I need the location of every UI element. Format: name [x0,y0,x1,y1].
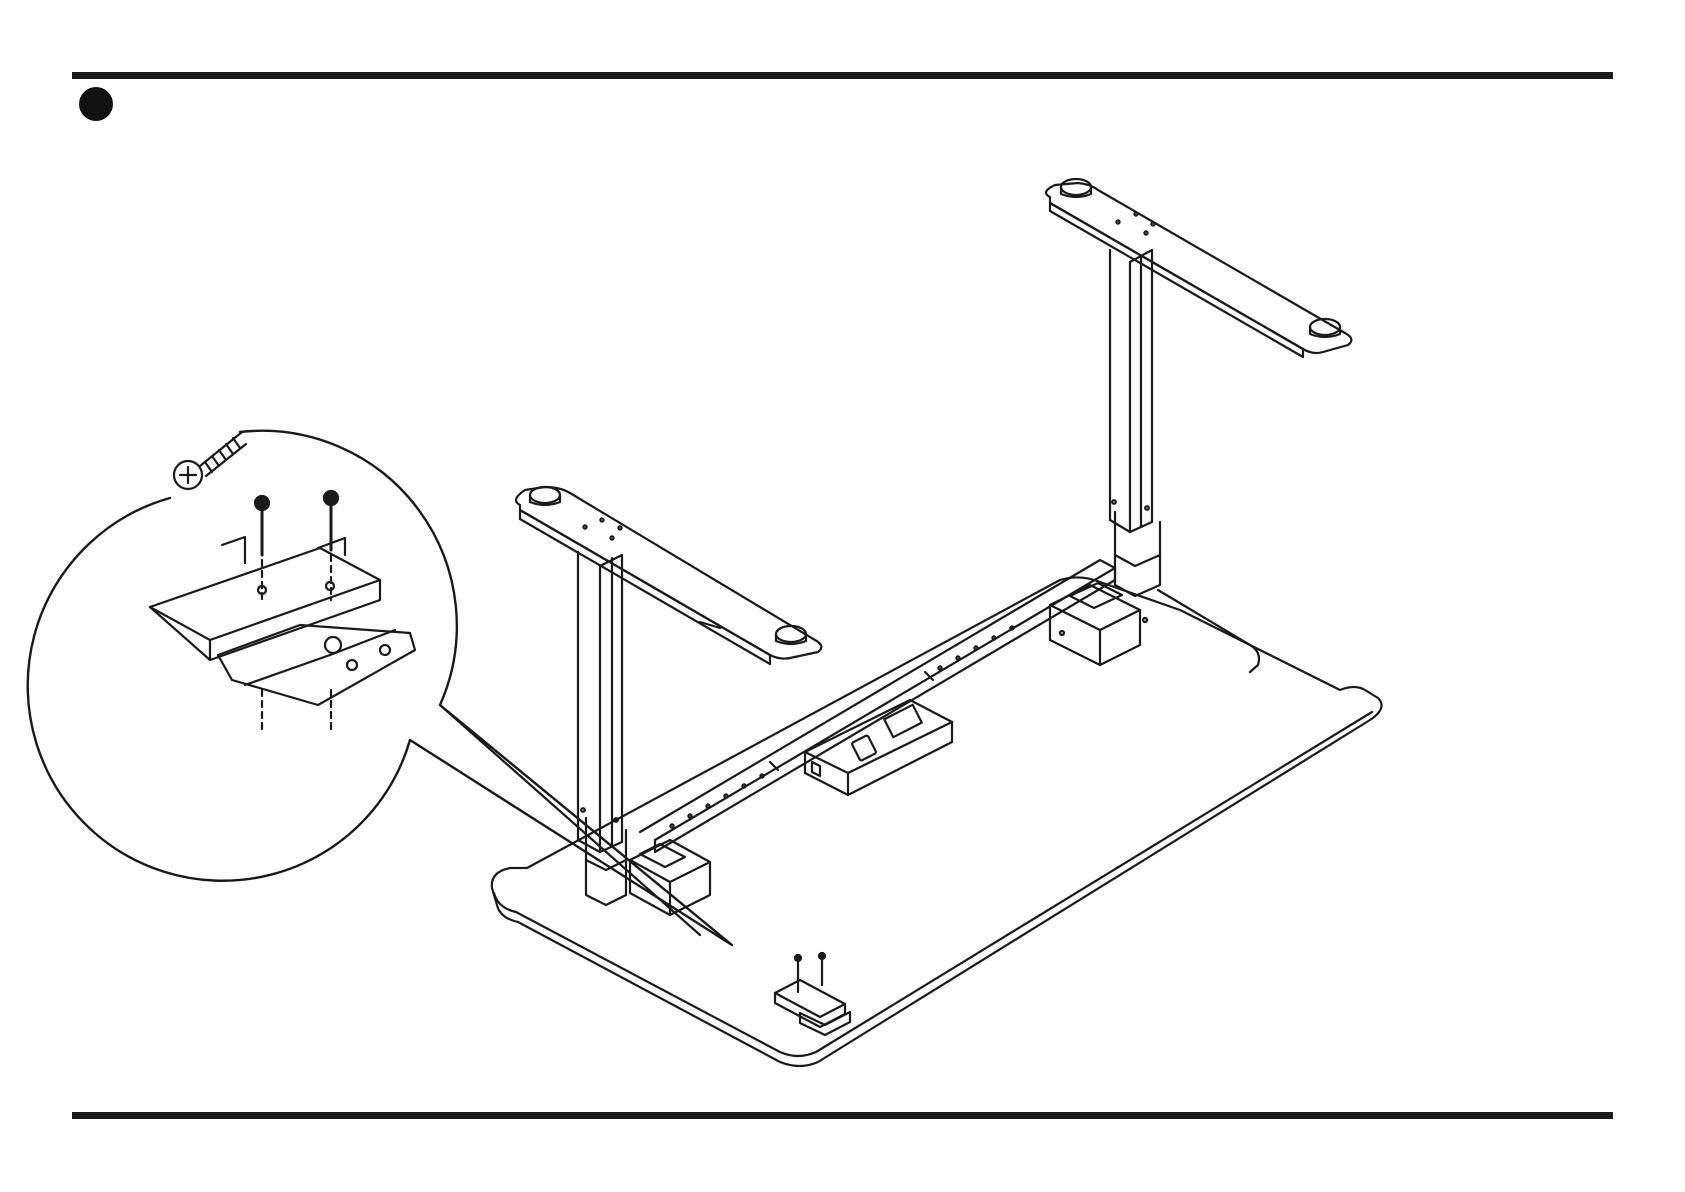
hand-controller-bracket [775,953,850,1035]
control-box [805,700,952,795]
crossbar [640,560,1115,852]
right-leg-column [1110,250,1160,596]
left-foot [516,487,821,664]
motor-housing-right [1050,583,1259,672]
tabletop-underside [492,577,1382,1066]
motor-housing-left [630,840,710,915]
right-foot [1046,179,1351,357]
